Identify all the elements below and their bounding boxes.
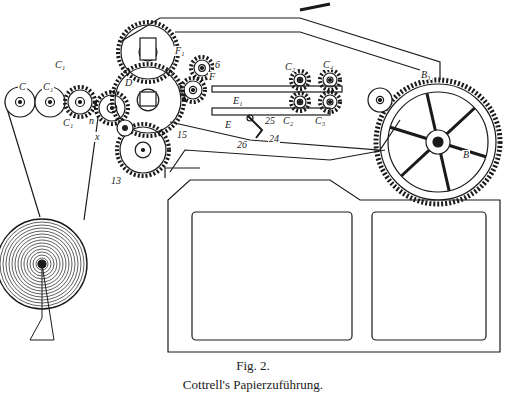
pivot [247,115,253,121]
figure-caption: Cottrell's Papierzuführung. [0,377,506,393]
paper-roll [0,219,87,309]
callout-letter: 6 [214,60,221,70]
base-frame [168,180,500,352]
callout-letter: C₄ [322,60,334,70]
callout-letter: C₁ [54,60,66,70]
rod [212,86,342,92]
callout-letter: 15 [176,130,188,140]
callout-letter: F₁ [174,46,186,56]
figure-title: Fig. 2. [0,358,506,374]
callout-letter: 13 [110,176,122,186]
callout-letter: B₃ [420,70,432,80]
callout-letter: F [208,72,216,82]
base-panel [372,212,486,340]
callout-letter: E [224,120,232,130]
lever [248,116,262,138]
callout-letter: 26 [236,140,248,150]
base-panel [192,212,352,340]
callout-letter: B [462,150,470,160]
callout-letter: 25 [264,116,276,126]
roll-stand [30,264,54,340]
callout-letter: C₁ [62,118,74,128]
side-frame [165,168,200,178]
side-frame [170,120,400,172]
callout-letter: D [124,78,133,88]
callout-letter: C₂ [282,116,294,126]
callout-letter: C₃ [314,116,326,126]
callout-letter: x [94,132,100,142]
drive-wheel [376,80,500,204]
callout-letter: C [18,82,27,92]
callout-letter: E₁ [232,96,244,106]
gear-train [5,22,392,176]
callout-letter: C₁ [42,82,54,92]
handle [300,4,330,10]
callout-letter: C₂ [284,62,296,72]
callout-letter: 24 [268,134,280,144]
rod [212,108,330,115]
paper-web [5,102,98,220]
callout-letter: n [88,116,95,126]
